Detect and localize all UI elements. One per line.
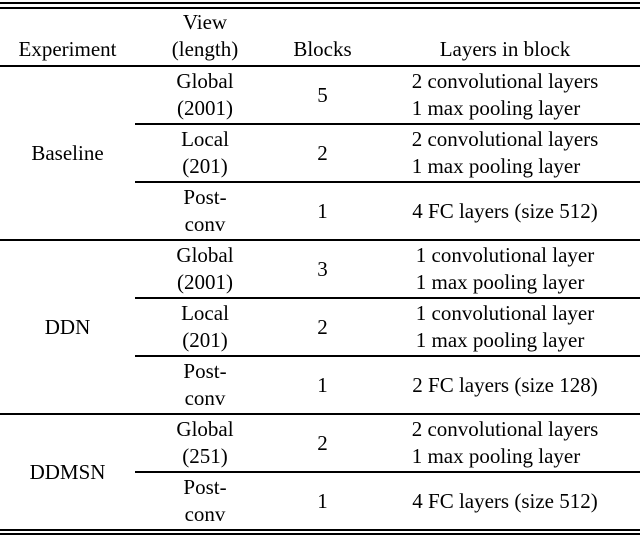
cell-layers: 2 convolutional layers 1 max pooling lay… — [370, 124, 640, 183]
cell-experiment-baseline: Baseline — [0, 66, 135, 241]
cell-view: Global (2001) — [135, 240, 275, 299]
cell-view: Post- conv — [135, 472, 275, 533]
header-blocks: Blocks — [275, 5, 370, 67]
table-row: Local (201) 2 2 convolutional layers 1 m… — [0, 124, 640, 183]
cell-layers: 1 convolutional layer 1 max pooling laye… — [370, 240, 640, 299]
cell-layers: 2 convolutional layers 1 max pooling lay… — [370, 414, 640, 473]
cell-blocks: 1 — [275, 472, 370, 533]
table-row: Local (201) 2 1 convolutional layer 1 ma… — [0, 298, 640, 357]
cell-view: Post- conv — [135, 182, 275, 241]
cell-blocks: 1 — [275, 356, 370, 415]
cell-layers: 4 FC layers (size 512) — [370, 472, 640, 533]
table-row: Post- conv 1 2 FC layers (size 128) — [0, 356, 640, 415]
header-row: Experiment View (length) Blocks Layers i… — [0, 5, 640, 67]
header-experiment: Experiment — [0, 5, 135, 67]
cell-blocks: 2 — [275, 414, 370, 473]
cell-view: Global (251) — [135, 414, 275, 473]
table-row: Post- conv 1 4 FC layers (size 512) — [0, 182, 640, 241]
cell-view: Post- conv — [135, 356, 275, 415]
cell-view: Local (201) — [135, 298, 275, 357]
cell-layers: 2 FC layers (size 128) — [370, 356, 640, 415]
header-view: View (length) — [135, 5, 275, 67]
cell-blocks: 2 — [275, 124, 370, 183]
cell-blocks: 3 — [275, 240, 370, 299]
cell-layers: 1 convolutional layer 1 max pooling laye… — [370, 298, 640, 357]
header-view-line2: (length) — [171, 37, 239, 61]
cell-experiment-ddn: DDN — [0, 240, 135, 415]
cell-view: Global (2001) — [135, 66, 275, 125]
table-row: Baseline Global (2001) 5 2 convolutional… — [0, 66, 640, 241]
table-row: DDN Global (2001) 3 1 convolutional laye… — [0, 240, 640, 415]
cell-experiment-ddmsn: DDMSN — [0, 414, 135, 533]
cell-blocks: 2 — [275, 298, 370, 357]
cell-blocks: 1 — [275, 182, 370, 241]
cell-blocks: 5 — [275, 66, 370, 125]
header-layers: Layers in block — [370, 5, 640, 67]
header-view-line1: View — [182, 10, 228, 34]
table-row: DDMSN Global (251) 2 2 convolutional lay… — [0, 414, 640, 533]
cell-layers: 2 convolutional layers 1 max pooling lay… — [370, 66, 640, 125]
cell-view: Local (201) — [135, 124, 275, 183]
cell-layers: 4 FC layers (size 512) — [370, 182, 640, 241]
